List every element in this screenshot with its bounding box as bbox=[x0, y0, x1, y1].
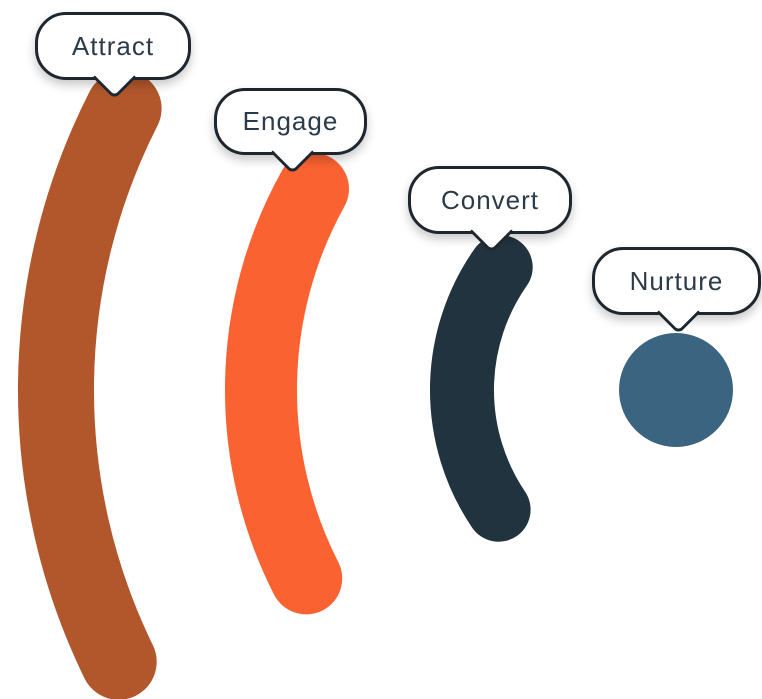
label-bubble-nurture: Nurture bbox=[592, 247, 761, 335]
stage-label-engage: Engage bbox=[242, 106, 339, 136]
convert-arc bbox=[429, 235, 533, 542]
label-bubble-engage: Engage bbox=[214, 88, 367, 175]
nurture-dot bbox=[619, 333, 733, 447]
stage-label-attract: Attract bbox=[71, 30, 155, 61]
label-bubble-attract: Attract bbox=[35, 12, 191, 100]
engage-arc bbox=[225, 152, 349, 615]
stage-label-convert: Convert bbox=[440, 184, 540, 215]
attract-arc bbox=[18, 70, 162, 699]
label-bubble-convert: Convert bbox=[408, 166, 572, 254]
stage-label-nurture: Nurture bbox=[629, 265, 724, 296]
